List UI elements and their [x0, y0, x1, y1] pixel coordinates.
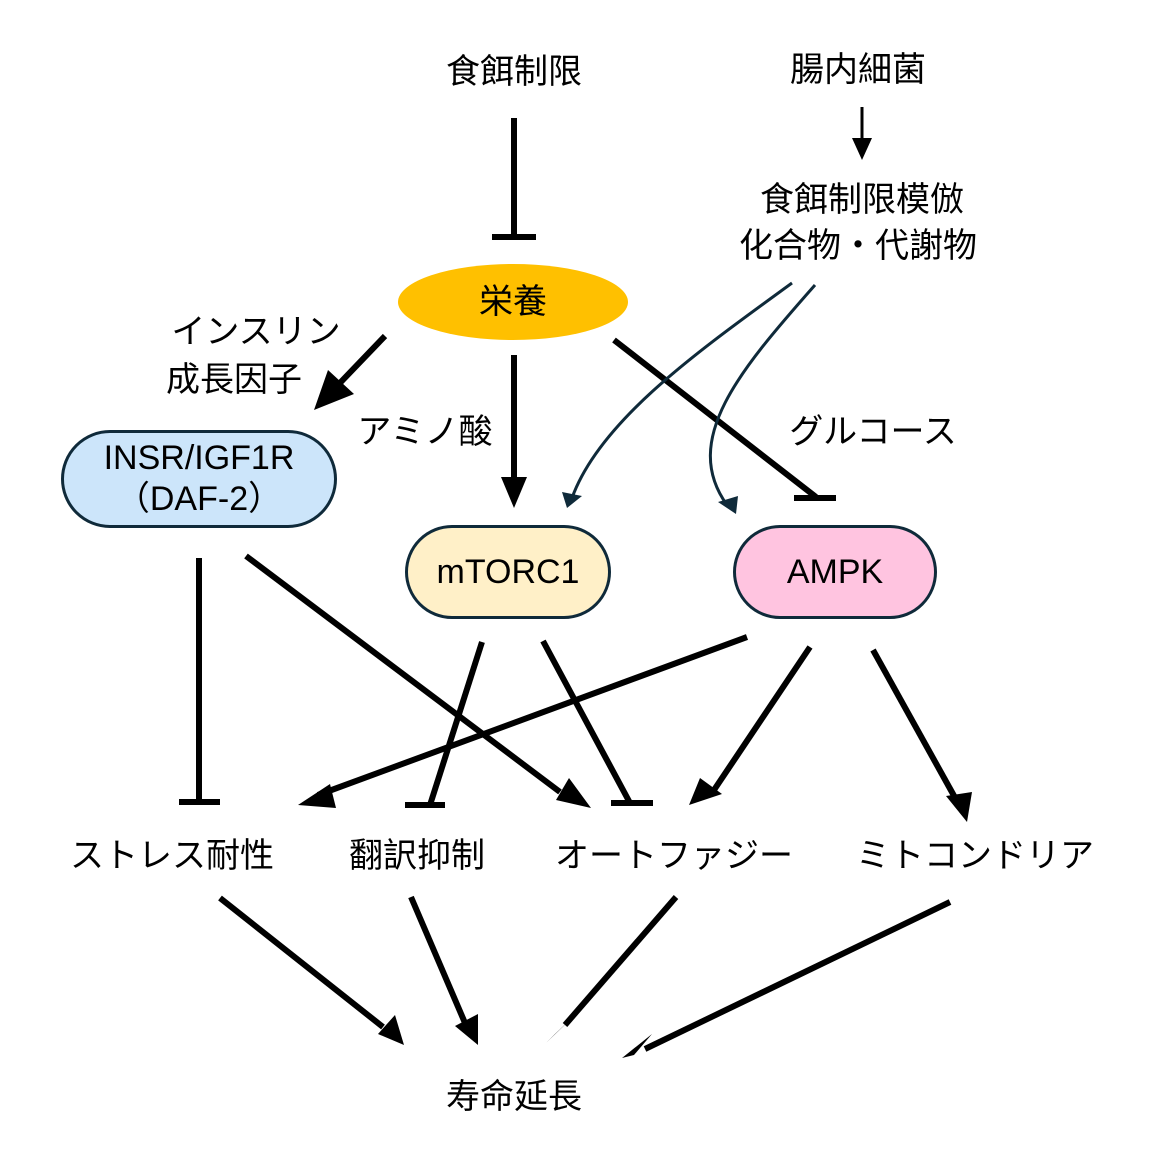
arrowhead	[298, 784, 336, 808]
arrowhead	[562, 492, 582, 508]
arrowhead	[689, 778, 722, 805]
amino-acid-label: アミノ酸	[357, 411, 493, 452]
nutrition-node: 栄養	[398, 264, 628, 340]
mtorc1-label: mTORC1	[436, 552, 580, 591]
edge-ampk-to-mitochondria	[870, 648, 961, 805]
edge-mtorc1-inhibits-autophagy	[540, 639, 633, 805]
insulin-label-line1: インスリン	[171, 311, 341, 352]
edge-insr-to-autophagy	[244, 553, 562, 795]
diet-restriction-label: 食餌制限	[446, 51, 582, 92]
mimetics-label-line1: 食餌制限模倣	[760, 179, 964, 220]
edge-mimetics-to-ampk-curved	[708, 284, 817, 506]
arrowhead	[852, 138, 872, 160]
edge-nutrition-inhibits-ampk	[612, 337, 818, 500]
insulin-label-line2: 成長因子	[166, 359, 302, 400]
edge-mimetics-to-mtorc1-curved	[570, 281, 793, 499]
mimetics-label-line2: 化合物・代謝物	[739, 225, 977, 266]
edge-autophagy-to-lifespan	[562, 895, 679, 1027]
gut-bacteria-label: 腸内細菌	[790, 49, 926, 90]
edge-stress-to-lifespan	[218, 895, 385, 1030]
insr-label-line2: （DAF-2）	[115, 480, 283, 518]
translation-inhibition-label: 翻訳抑制	[349, 835, 485, 876]
arrowhead	[378, 1015, 404, 1045]
autophagy-label: オートファジー	[555, 835, 793, 876]
arrowhead	[556, 778, 591, 808]
edge-mitochondria-to-lifespan	[643, 899, 952, 1052]
edge-ampk-to-stress-resistance	[316, 634, 749, 798]
edge-nutrition-to-insr	[335, 333, 388, 388]
arrowhead	[622, 1034, 652, 1058]
ampk-label: AMPK	[786, 552, 884, 591]
edge-ampk-to-autophagy	[709, 645, 813, 795]
ampk-node: AMPK	[733, 525, 937, 619]
edge-mtorc1-inhibits-translation	[427, 641, 485, 806]
mitochondria-label: ミトコンドリア	[856, 835, 1094, 876]
arrowhead	[455, 1014, 478, 1045]
arrowhead	[314, 370, 354, 410]
arrowhead	[718, 496, 738, 514]
arrowhead	[946, 792, 972, 822]
nutrition-label: 栄養	[479, 281, 547, 322]
mtorc1-node: mTORC1	[405, 525, 611, 619]
edge-translation-to-lifespan	[408, 895, 468, 1025]
insr-igf1r-node: INSR/IGF1R （DAF-2）	[61, 430, 337, 528]
glucose-label: グルコース	[789, 411, 957, 452]
lifespan-extension-label: 寿命延長	[446, 1076, 582, 1117]
arrowhead	[501, 477, 527, 508]
arrowhead	[546, 1015, 575, 1043]
insr-label-line1: INSR/IGF1R	[103, 439, 295, 478]
stress-resistance-label: ストレス耐性	[70, 835, 274, 876]
